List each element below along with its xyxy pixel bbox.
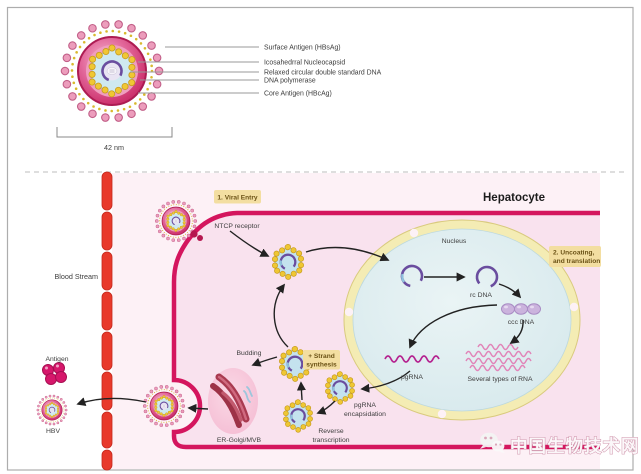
core-antigen-label: Core Antigen (HBcAg) [264, 91, 332, 98]
nuclear-pore-icon [344, 307, 354, 317]
encapsidation-label-2: encapsidation [344, 411, 386, 418]
nucleus [343, 219, 581, 421]
ntcp-label: NTCP receptor [214, 223, 260, 230]
ntcp-receptor-icon [190, 230, 203, 241]
rna-types-icon [465, 343, 532, 372]
blood-stream-label: Blood Stream [54, 272, 98, 281]
watermark: 中国生物技术网 [480, 432, 640, 457]
surface-antigen-label: Surface Antigen (HBsAg) [264, 45, 341, 52]
life-cycle-panel: 1. Viral Entry 2. Uncoating, and transla… [25, 171, 640, 471]
polymerase-label: DNA polymerase [264, 78, 316, 85]
pathway-arrows [76, 230, 524, 415]
step-uncoating-label-2: and translation [553, 258, 600, 265]
encapsidation-label-1: pgRNA [354, 402, 376, 409]
step-strand-label-2: synthesis [306, 362, 337, 369]
reverse-label-2: transcription [312, 437, 349, 444]
ccc-dna-icon [501, 303, 541, 315]
cell-title: Hepatocyte [483, 192, 545, 204]
step-uncoating: 2. Uncoating, and translation [549, 246, 601, 267]
nuclear-pore-icon [437, 409, 447, 419]
step-strand-synthesis: + Strand synthesis [303, 350, 340, 370]
pgrna-label: pgRNA [401, 374, 423, 381]
step-viral-entry: 1. Viral Entry [214, 190, 261, 204]
size-label: 42 nm [104, 143, 124, 152]
antigen-label: Antigen [45, 356, 68, 363]
reverse-label-1: Reverse [318, 428, 344, 435]
image-frame [6, 6, 634, 471]
antigen-icon [42, 362, 67, 385]
budding-label: Budding [237, 350, 262, 357]
nuclear-pore-icon [409, 228, 419, 238]
step-strand-label-1: + Strand [308, 353, 335, 360]
blood-vessel-wall [101, 171, 113, 471]
step-viral-entry-label: 1. Viral Entry [217, 195, 258, 202]
ccc-dna-label: ccc DNA [508, 319, 535, 326]
dna-label: Relaxed circular double standard DNA [264, 70, 382, 77]
er-golgi-label: ER-Golgi/MVB [217, 437, 262, 444]
wechat-icon [480, 432, 505, 453]
golgi-icon [243, 386, 253, 403]
er-golgi-mvb [208, 368, 258, 434]
virion-structure-panel: Surface Antigen (HBsAg) Icosahedrral Nuc… [56, 24, 382, 152]
step-uncoating-label-1: 2. Uncoating, [553, 250, 595, 257]
watermark-text: 中国生物技术网 [510, 436, 640, 456]
rc-dna-label: rc DNA [470, 292, 492, 299]
hbv-virion-diagram [65, 24, 159, 118]
nucleus-label: Nucleus [442, 238, 467, 245]
nuclear-pore-icon [569, 302, 579, 312]
hbv-label: HBV [46, 428, 60, 435]
pgrna-icon [384, 355, 440, 363]
size-bracket [56, 127, 173, 138]
rna-types-label: Several types of RNA [468, 376, 533, 383]
released-hbv-icon [36, 394, 68, 426]
nucleocapsid-label: Icosahedrral Nucleocapsid [264, 60, 345, 67]
leader-lines [130, 46, 259, 94]
